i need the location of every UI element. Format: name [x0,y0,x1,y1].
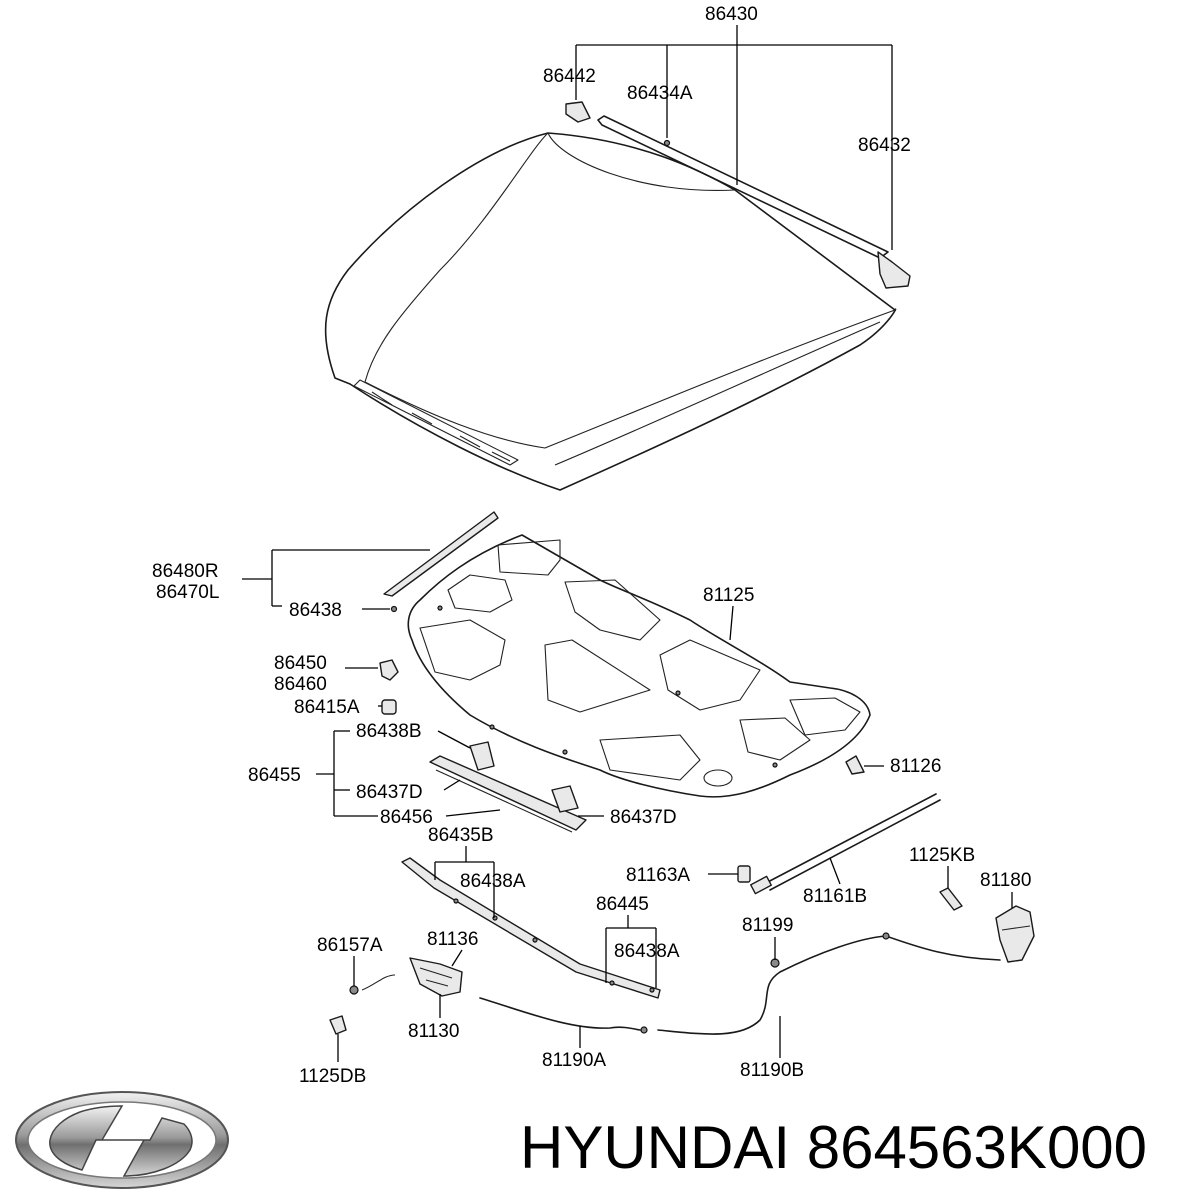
clip-86438-part [390,605,398,613]
callout-81126: 81126 [890,756,941,777]
callout-86438a-upper: 86438A [460,871,526,892]
callout-86438: 86438 [289,600,342,621]
callout-86480r: 86480R [152,561,219,582]
hood-weatherstrip-part [597,115,911,289]
callout-81161b: 81161B [803,886,867,907]
hood-panel [324,132,897,491]
callout-86450: 86450 [274,653,327,674]
bumper-86450-part [379,659,399,681]
callout-81130: 81130 [408,1021,459,1042]
callout-86456: 86456 [380,807,433,828]
callout-86470l: 86470L [156,582,219,603]
stopper-86415a-part [381,699,397,715]
callout-86460: 86460 [274,674,327,695]
callout-81163a: 81163A [626,865,690,886]
callout-86415a: 86415A [294,697,360,718]
clip-81199-part [770,958,780,968]
hood-garnish-part [429,741,587,833]
bolt-86157a-part [349,985,359,995]
bolt-1125db-part [329,1015,347,1035]
stud-81163a-part [737,865,751,883]
callout-81180: 81180 [980,870,1031,891]
callout-86438a-lower: 86438A [614,941,680,962]
clip-86434a-part [663,139,671,147]
part-number: 864563K000 [806,1114,1148,1181]
callout-81199: 81199 [742,915,793,936]
bracket-86442-part [565,101,591,123]
release-handle-part [995,905,1035,963]
callout-86434a: 86434A [627,83,693,104]
callout-86430: 86430 [705,4,758,25]
callout-86445: 86445 [596,894,649,915]
callout-81136: 81136 [427,929,478,950]
callout-86438b: 86438B [356,721,422,742]
callout-86437d-left: 86437D [356,782,423,803]
callout-86437d-right: 86437D [610,807,677,828]
callout-1125kb: 1125KB [909,845,975,866]
callout-81125: 81125 [703,585,754,606]
cushion-81126-part [845,755,865,775]
hood-insulator-pad-part [407,534,871,798]
hood-latch-part [409,957,463,997]
leader-lines [242,25,1013,1062]
hyundai-logo-icon [15,1091,229,1189]
callout-86435b: 86435B [428,825,494,846]
gas-lifter-part [750,793,941,895]
hood-seal-86435b-part [401,857,661,999]
callout-86442: 86442 [543,66,596,87]
callout-81190b: 81190B [740,1060,804,1081]
hood-seal-strip-part [383,511,499,597]
callout-86432: 86432 [858,135,911,156]
part-number-caption: HYUNDAI 864563K000 [520,1108,1190,1188]
callout-81190a: 81190A [542,1050,606,1071]
callout-86455: 86455 [248,765,301,786]
latch-wire-part [361,974,396,991]
callout-1125db: 1125DB [299,1066,366,1087]
release-cable-part [479,932,1001,1035]
callout-86157a: 86157A [317,935,383,956]
callout-labels: 86430 86442 86434A 86432 86480R 86470L 8… [152,4,1031,1087]
brand-name: HYUNDAI [520,1114,791,1181]
bolt-1125kb-part [939,887,963,911]
